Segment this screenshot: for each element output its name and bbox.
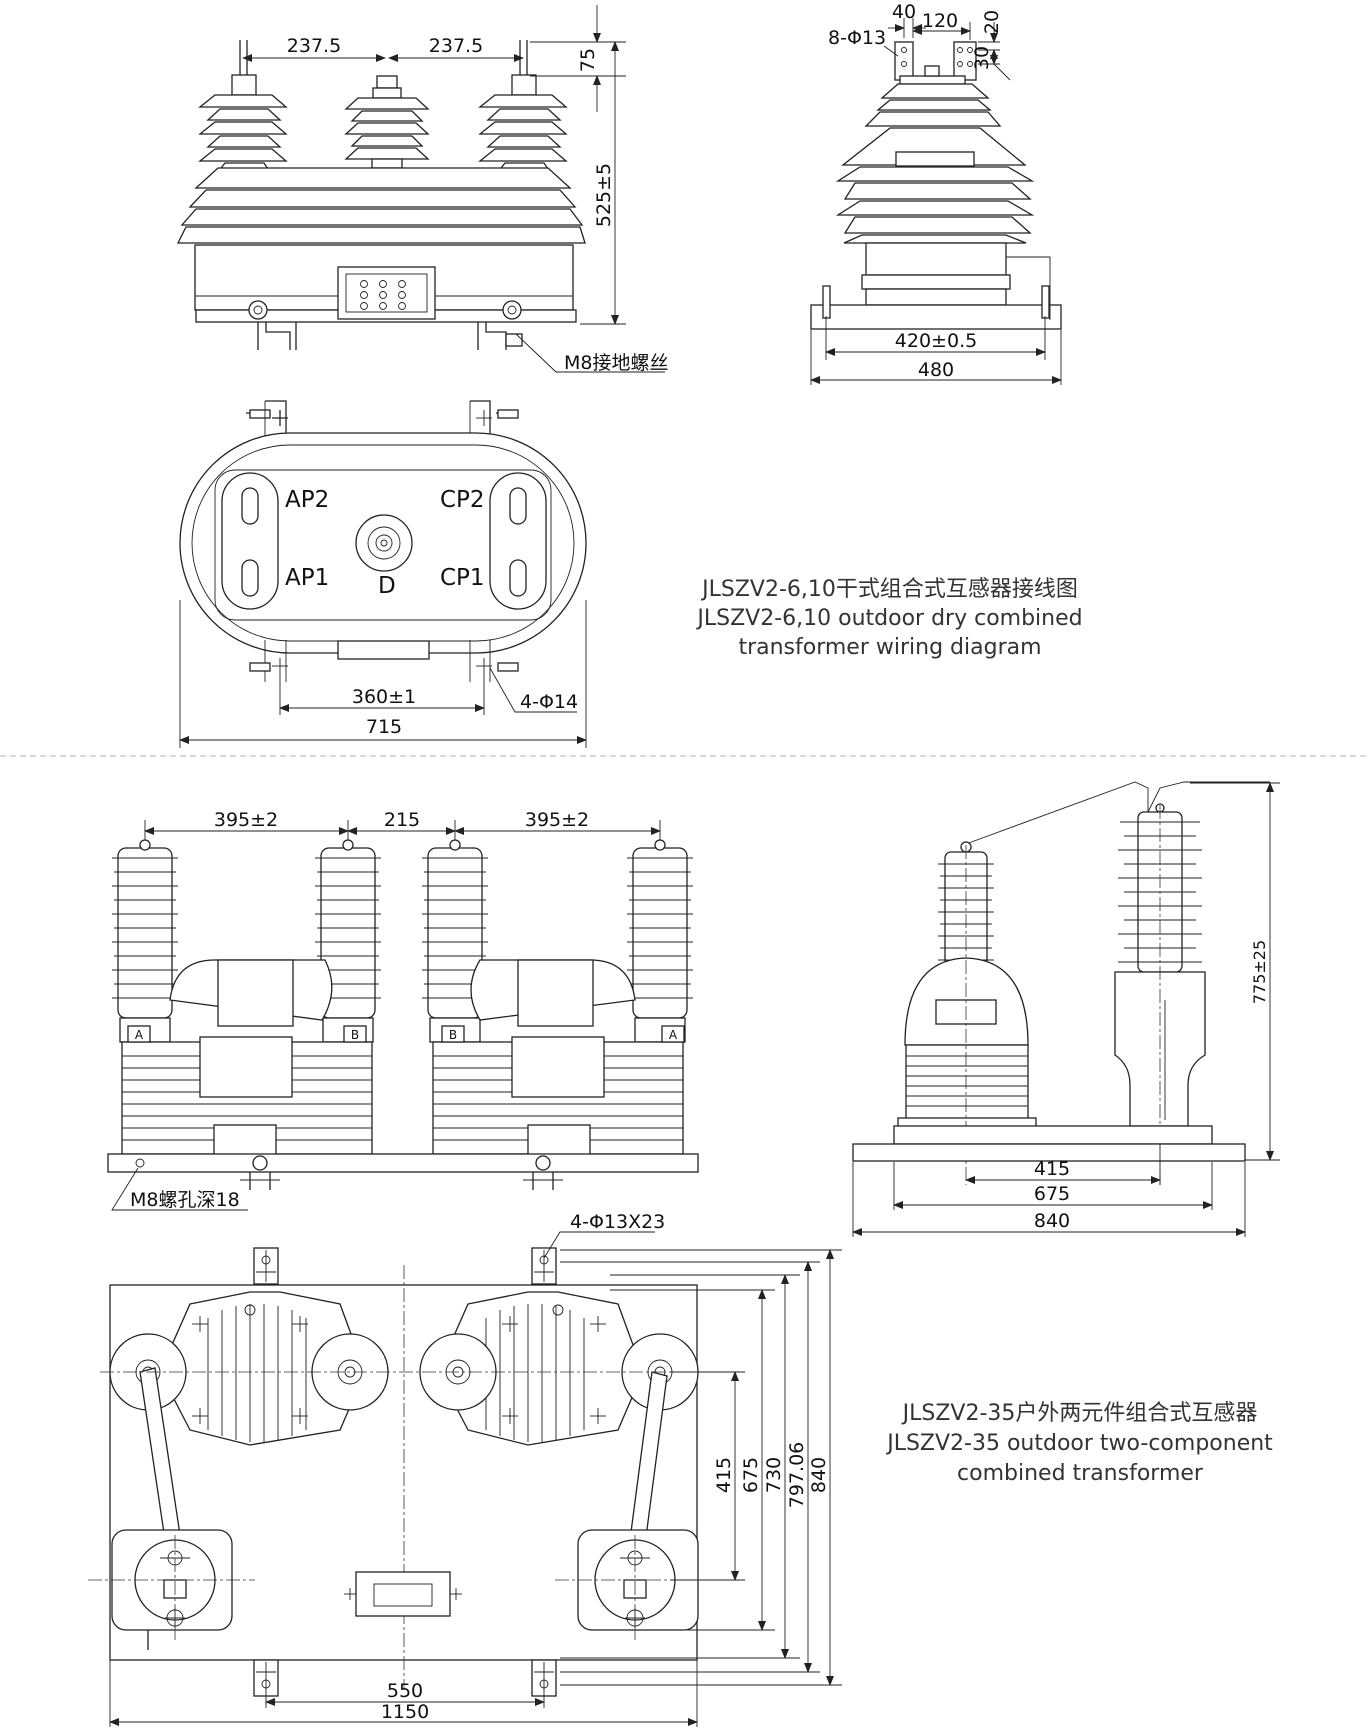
dim-30: 30 bbox=[971, 46, 993, 70]
plan-unit-right bbox=[419, 1291, 710, 1640]
caption-bottom-line2: JLSZV2-35 outdoor two-component bbox=[885, 1431, 1273, 1456]
terminal-block bbox=[360, 280, 406, 310]
dim-side-height: 775±25 bbox=[1250, 940, 1269, 1004]
dim-20: 20 bbox=[981, 10, 1003, 34]
holes-label-8: 8-Φ13 bbox=[828, 27, 886, 49]
dim-terminal-height: 75 bbox=[577, 48, 599, 72]
dim-bottom-mid: 215 bbox=[384, 809, 420, 831]
mark-a-left: A bbox=[135, 1028, 144, 1042]
top-front-view: 237.5 237.5 75 525±5 M8接地螺丝 bbox=[176, 5, 668, 374]
dim-side-840: 840 bbox=[1034, 1210, 1070, 1232]
dim-bottom-right: 395±2 bbox=[525, 809, 589, 831]
bushing-left bbox=[198, 74, 288, 173]
dim-bottom-left: 395±2 bbox=[214, 809, 278, 831]
mark-b-right: B bbox=[449, 1028, 457, 1042]
bottom-front-view: 395±2 215 395±2 bbox=[107, 809, 699, 1211]
dim-width-side: 480 bbox=[918, 359, 954, 381]
dim-plan-840: 840 bbox=[808, 1457, 830, 1493]
top-side-view: 40 120 20 30 8-Φ13 420±0.5 480 bbox=[810, 1, 1062, 385]
terminal-d: D bbox=[378, 573, 396, 599]
dim-total-height: 525±5 bbox=[593, 163, 615, 227]
caption-top-line2: JLSZV2-6,10 outdoor dry combined bbox=[695, 606, 1082, 631]
bushing-center bbox=[344, 87, 430, 169]
caption-bottom-line3: combined transformer bbox=[957, 1461, 1204, 1486]
dim-mount-side: 420±0.5 bbox=[895, 330, 977, 352]
insulator-stack-4 bbox=[627, 840, 693, 1043]
top-plan-view: AP2 AP1 CP2 CP1 D 360±1 715 4-Φ14 bbox=[179, 400, 587, 748]
plan-unit-left bbox=[88, 1291, 389, 1650]
dim-plan-675: 675 bbox=[740, 1457, 762, 1493]
insulator-stack-1 bbox=[112, 840, 178, 1043]
caption-bottom-line1: JLSZV2-35户外两元件组合式互感器 bbox=[901, 1401, 1258, 1426]
dim-length-plan: 715 bbox=[366, 716, 402, 738]
dim-plan-797: 797.06 bbox=[786, 1442, 808, 1508]
terminal-ap2: AP2 bbox=[285, 487, 329, 513]
dim-side-415: 415 bbox=[1034, 1158, 1070, 1180]
caption-top-line3: transformer wiring diagram bbox=[738, 635, 1041, 660]
bushing-right bbox=[478, 74, 568, 173]
dim-mount-plan: 360±1 bbox=[352, 686, 416, 708]
dim-plan-1150: 1150 bbox=[381, 1701, 429, 1723]
dim-plan-415: 415 bbox=[713, 1457, 735, 1493]
dim-plan-550: 550 bbox=[387, 1680, 423, 1702]
dim-spacing-1: 237.5 bbox=[287, 35, 341, 57]
bottom-side-view: 775±25 415 675 840 bbox=[852, 781, 1280, 1237]
bottom-plan-view: 415 675 730 797.06 840 4-Φ13X23 550 1150 bbox=[88, 1211, 842, 1727]
terminal-ap1: AP1 bbox=[285, 565, 329, 591]
caption-bottom: JLSZV2-35户外两元件组合式互感器 JLSZV2-35 outdoor t… bbox=[885, 1401, 1273, 1486]
mark-a-right: A bbox=[669, 1028, 678, 1042]
holes-label-slot: 4-Φ13X23 bbox=[570, 1211, 665, 1233]
dim-plan-730: 730 bbox=[763, 1457, 785, 1493]
caption-top-line1: JLSZV2-6,10干式组合式互感器接线图 bbox=[700, 577, 1078, 602]
dim-side-675: 675 bbox=[1034, 1183, 1070, 1205]
mark-b-left: B bbox=[351, 1028, 359, 1042]
screw-hole-label: M8螺孔深18 bbox=[130, 1189, 240, 1211]
dim-40: 40 bbox=[892, 1, 916, 23]
ground-screw-label: M8接地螺丝 bbox=[564, 352, 668, 374]
caption-top: JLSZV2-6,10干式组合式互感器接线图 JLSZV2-6,10 outdo… bbox=[695, 577, 1082, 660]
dim-spacing-2: 237.5 bbox=[429, 35, 483, 57]
holes-label-4: 4-Φ14 bbox=[520, 691, 578, 713]
dim-120: 120 bbox=[922, 10, 958, 32]
terminal-cp1: CP1 bbox=[440, 565, 485, 591]
terminal-cp2: CP2 bbox=[440, 487, 485, 513]
